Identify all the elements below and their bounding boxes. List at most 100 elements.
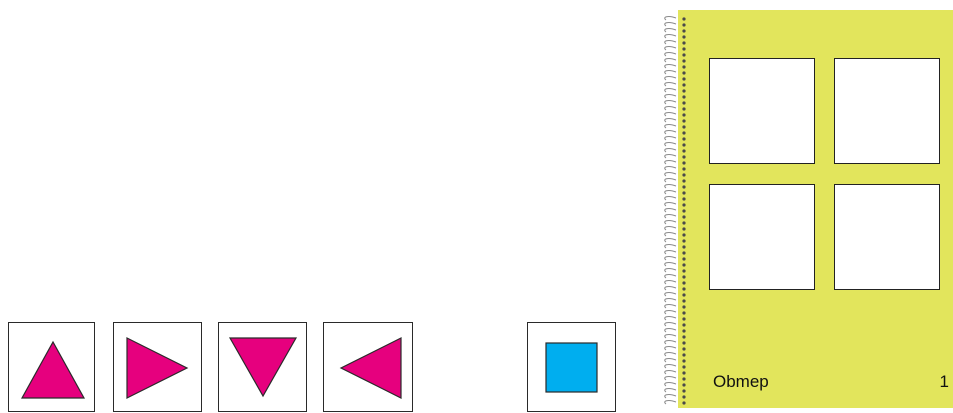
spiral-hole [682,173,685,176]
spiral-hole [682,125,685,128]
spiral-coil [665,269,676,272]
spiral-hole [682,365,685,368]
spiral-coil [665,23,676,26]
spiral-coil [665,173,676,176]
spiral-coil [665,143,676,146]
spiral-hole [682,401,685,404]
spiral-hole [682,191,685,194]
notebook-page-number: 1 [940,372,949,392]
spiral-hole [682,299,685,302]
spiral-hole [682,275,685,278]
spiral-hole [682,221,685,224]
spiral-coil [665,341,676,344]
spiral-coil [665,29,676,32]
spiral-hole [682,179,685,182]
spiral-hole [682,161,685,164]
spiral-hole [682,311,685,314]
spiral-hole [682,395,685,398]
spiral-coil [665,335,676,338]
card-triangle-left [323,322,413,412]
spiral-hole [682,89,685,92]
spiral-coil [665,263,676,266]
spiral-coil [665,101,676,104]
spiral-coil [665,155,676,158]
spiral-coil [665,347,676,350]
notebook-slot-top-left [709,58,815,164]
spiral-hole [682,101,685,104]
triangle-up-icon [9,323,96,413]
spiral-hole [682,77,685,80]
spiral-coil [665,119,676,122]
spiral-coil [665,227,676,230]
card-square [527,322,616,412]
spiral-coil [665,107,676,110]
spiral-hole [682,239,685,242]
spiral-hole [682,137,685,140]
spiral-hole [682,107,685,110]
spiral-hole [682,143,685,146]
spiral-coil [665,209,676,212]
spiral-coil [665,323,676,326]
spiral-coil [665,281,676,284]
spiral-hole [682,59,685,62]
spiral-coil [665,167,676,170]
spiral-coil [665,239,676,242]
spiral-coil [665,329,676,332]
spiral-hole [682,197,685,200]
spiral-hole [682,233,685,236]
spiral-binding [660,10,690,408]
spiral-coil [665,191,676,194]
spiral-hole [682,41,685,44]
spiral-coil [665,245,676,248]
spiral-hole [682,131,685,134]
spiral-hole [682,389,685,392]
spiral-coil [665,161,676,164]
spiral-coil [665,401,676,404]
spiral-hole [682,113,685,116]
square-icon [528,323,617,413]
spiral-hole [682,293,685,296]
spiral-coil [665,59,676,62]
spiral-hole [682,353,685,356]
notebook-slot-top-right [834,58,940,164]
spiral-hole [682,203,685,206]
spiral-coil [665,149,676,152]
spiral-coil [665,353,676,356]
spiral-hole [682,71,685,74]
spiral-coil [665,65,676,68]
spiral-coil [665,395,676,398]
spiral-coil [665,185,676,188]
spiral-hole [682,29,685,32]
spiral-hole [682,377,685,380]
spiral-coil [665,275,676,278]
card-triangle-right [113,322,202,412]
spiral-hole [682,47,685,50]
spiral-hole [682,17,685,20]
spiral-hole [682,305,685,308]
spiral-coil [665,383,676,386]
spiral-hole [682,257,685,260]
spiral-hole [682,347,685,350]
card-triangle-up [8,322,95,412]
spiral-hole [682,323,685,326]
spiral-coil [665,131,676,134]
spiral-coil [665,83,676,86]
spiral-coil [665,221,676,224]
spiral-hole [682,227,685,230]
spiral-hole [682,35,685,38]
spiral-hole [682,287,685,290]
spiral-coil [665,41,676,44]
spiral-hole [682,23,685,26]
spiral-coil [665,293,676,296]
spiral-coil [665,95,676,98]
spiral-hole [682,371,685,374]
spiral-coil [665,113,676,116]
spiral-hole [682,281,685,284]
spiral-hole [682,83,685,86]
spiral-coil [665,377,676,380]
spiral-hole [682,155,685,158]
spiral-coil [665,203,676,206]
notebook-title: Obmep [713,372,769,392]
spiral-coil [665,125,676,128]
spiral-coil [665,197,676,200]
